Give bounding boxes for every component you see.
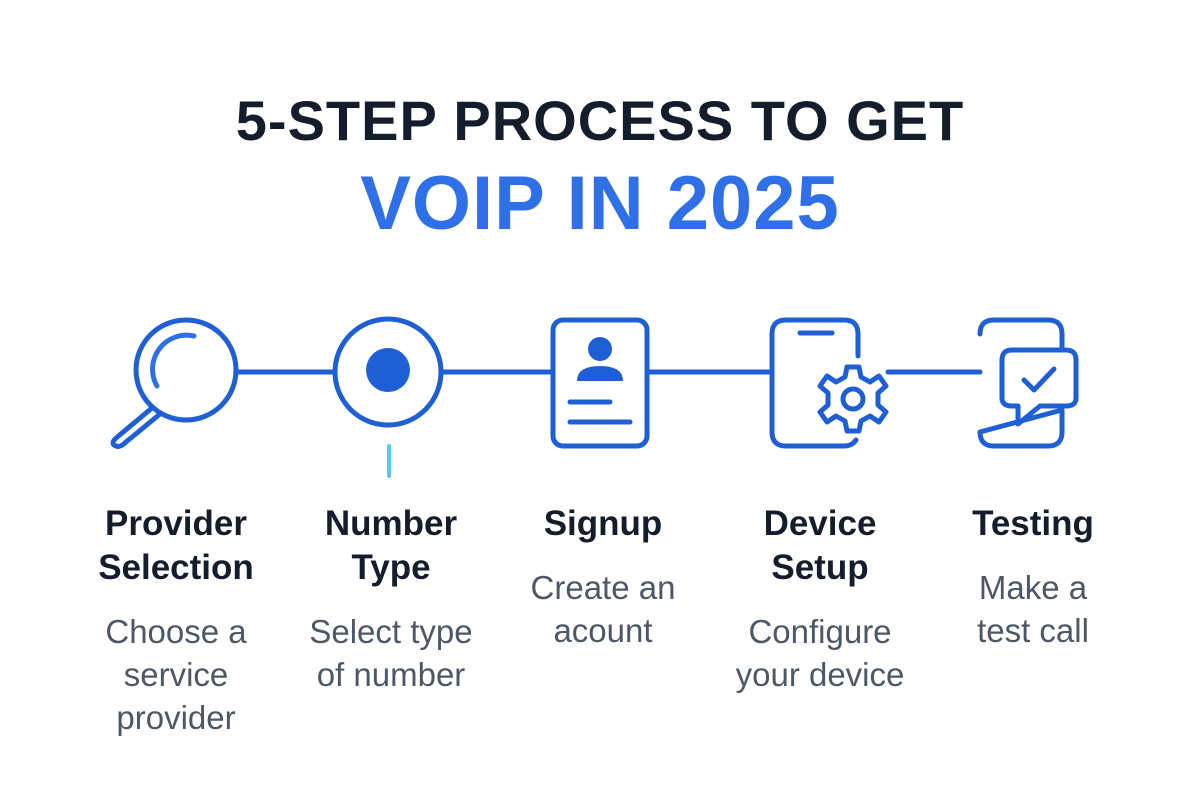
- step-provider-selection: Provider Selection Choose a service prov…: [66, 502, 286, 739]
- step-description: Create an acount: [530, 569, 676, 649]
- phone-chat-check-icon: [977, 317, 1079, 449]
- step-title: Device Setup: [763, 504, 877, 587]
- step-description: Select type of number: [309, 613, 473, 693]
- step-device-setup: Device Setup Configure your device: [720, 502, 920, 696]
- step-signup: Signup Create an acount: [493, 502, 713, 652]
- phone-gear-icon: [769, 317, 889, 449]
- step-title: Testing: [972, 504, 1094, 543]
- step-title: Provider Selection: [98, 504, 254, 587]
- step-title: Number Type: [324, 504, 458, 587]
- magnifier-icon: [110, 317, 239, 449]
- step-description: Choose a service provider: [105, 613, 247, 736]
- profile-card-icon: [550, 317, 650, 449]
- step-description: Configure your device: [735, 613, 905, 693]
- step-testing: Testing Make a test call: [953, 502, 1113, 652]
- step-description: Make a test call: [977, 569, 1089, 649]
- target-dot-icon: [332, 316, 444, 478]
- step-title: Signup: [543, 504, 663, 543]
- title-line-2: VOIP IN 2025: [360, 161, 840, 246]
- step-number-type: Number Type Select type of number: [306, 502, 476, 696]
- title-line-1: 5-STEP PROCESS TO GET: [235, 89, 965, 152]
